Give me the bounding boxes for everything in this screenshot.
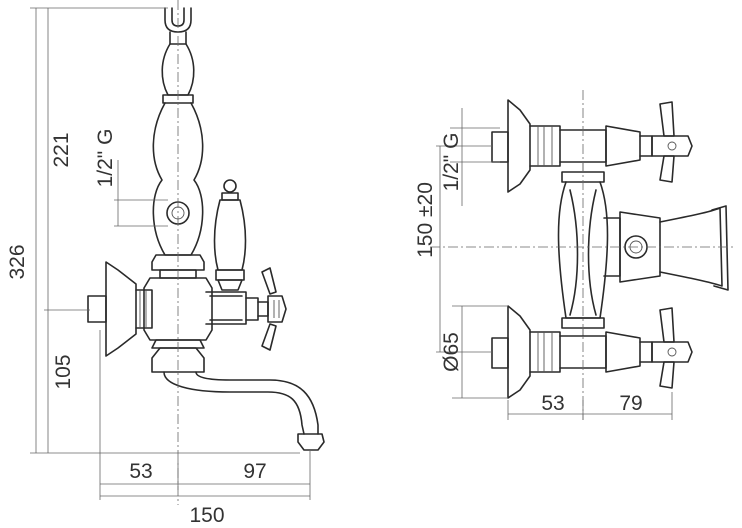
diverter-lever-handle bbox=[213, 179, 247, 291]
dim-upper-height: 221 bbox=[50, 132, 73, 167]
front-dimension-lines bbox=[430, 90, 734, 420]
dim-left-width-side: 53 bbox=[129, 460, 152, 483]
dim-total-height: 326 bbox=[6, 244, 29, 279]
diverter-assembly bbox=[603, 205, 729, 291]
vertical-dimension-lines bbox=[30, 7, 300, 454]
front-view: 150 ±20 1/2" G Ø65 53 79 bbox=[414, 90, 734, 420]
dim-diameter: Ø65 bbox=[440, 332, 463, 372]
bath-spout bbox=[151, 347, 325, 451]
cross-handle bbox=[245, 267, 287, 351]
dim-right-width-front: 79 bbox=[619, 392, 642, 415]
dim-left-width-front: 53 bbox=[541, 392, 564, 415]
mixer-body bbox=[87, 261, 247, 357]
horizontal-dimension-lines bbox=[99, 330, 311, 500]
dim-thread-front: 1/2" G bbox=[440, 133, 463, 192]
central-body bbox=[557, 162, 609, 336]
side-view: 326 221 1/2" G 105 53 97 150 bbox=[6, 0, 325, 527]
dim-right-width-side: 97 bbox=[243, 460, 266, 483]
lower-inlet-assembly bbox=[491, 305, 693, 399]
dim-lower-height: 105 bbox=[52, 354, 75, 389]
dim-center-distance: 150 ±20 bbox=[414, 182, 437, 258]
dim-thread-side: 1/2" G bbox=[94, 129, 117, 188]
upper-inlet-assembly bbox=[491, 99, 693, 193]
dim-total-width: 150 bbox=[189, 504, 224, 527]
